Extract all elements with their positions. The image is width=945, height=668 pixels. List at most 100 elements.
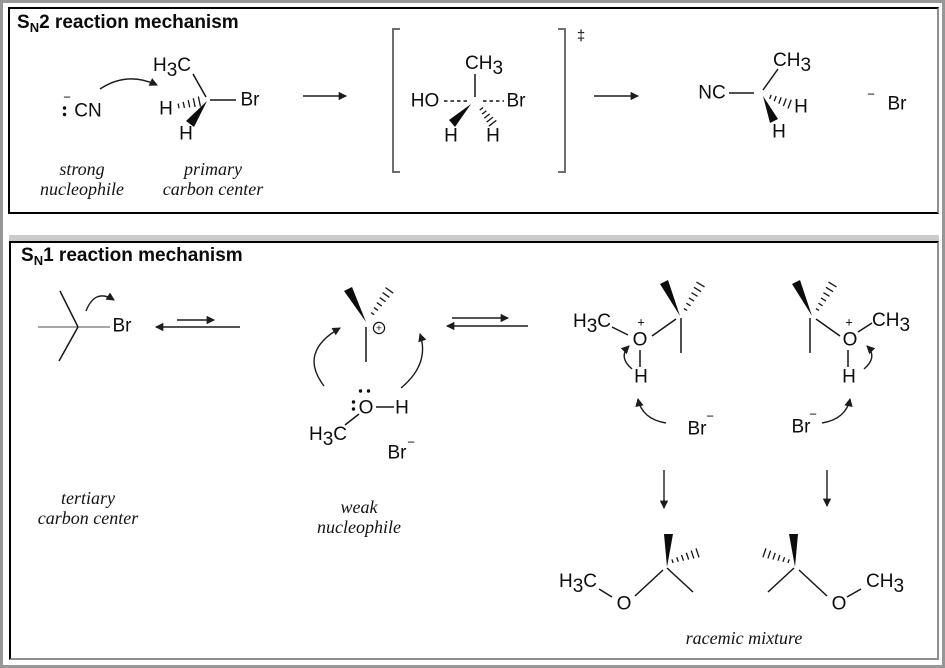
bond [192, 73, 207, 98]
wedge-bond [449, 104, 471, 127]
curved-deprotonation-arrow [821, 397, 853, 424]
atom-label-h: H [486, 126, 500, 147]
caption-line: carbon center [162, 179, 264, 199]
sn2-panel [8, 7, 939, 214]
caption-weak-nucleophile: weak nucleophile [297, 497, 421, 537]
atom-label-ch3: CH3 [866, 571, 904, 597]
caption-primary-carbon: primary carbon center [151, 159, 275, 199]
wedge-bond [660, 280, 680, 316]
lone-pair-dot [351, 400, 356, 404]
bond [666, 567, 694, 593]
wedge-bond [664, 534, 673, 567]
sn1-oxonium-right: + O CH3 H Br − [792, 280, 910, 438]
atom-label-h: H [794, 97, 808, 118]
sn1-panel [9, 241, 939, 660]
bond [762, 68, 779, 91]
atom-label-br: Br [388, 443, 408, 464]
atom-label-br: Br [688, 419, 708, 440]
sn1-oxonium-left: + O H3C H Br − [573, 280, 714, 440]
bond [598, 588, 613, 598]
atom-label-o: O [359, 398, 374, 419]
sn1-product-left: O H3C [559, 534, 700, 615]
atom-label-br: Br [113, 316, 133, 337]
caption-tertiary-carbon: tertiary carbon center [26, 488, 150, 528]
bond [59, 290, 79, 328]
sn1-title-s: S [21, 245, 34, 266]
atom-label-br: Br [792, 417, 812, 438]
charge-minus: − [867, 87, 875, 102]
charge-minus: − [809, 407, 817, 422]
left-bracket [392, 28, 400, 173]
atom-label-ch3: CH3 [465, 53, 503, 79]
caption-line: weak [340, 497, 378, 517]
atom-label-h3c: H3C [153, 55, 191, 81]
sn2-title-rest: 2 reaction mechanism [39, 12, 239, 33]
charge-plus: + [637, 315, 645, 330]
caption-strong-nucleophile: strong nucleophile [20, 159, 144, 199]
hash-bond [815, 281, 837, 312]
sn2-cyanide-nucleophile: − CN [62, 90, 102, 122]
atom-label-o: O [843, 330, 858, 351]
bond [634, 569, 664, 597]
atom-label-h3c: H3C [309, 424, 347, 450]
wedge-bond [792, 280, 812, 316]
curved-proton-transfer-arrow [620, 345, 633, 370]
sn1-title-rest: 1 reaction mechanism [43, 245, 243, 266]
plus-charge-circle [372, 321, 386, 335]
caption-line: carbon center [37, 508, 139, 528]
wedge-bond [186, 101, 207, 127]
sn1-title-sub: N [33, 253, 44, 268]
charge-plus: + [376, 323, 382, 335]
sn1-substrate-tbubr: Br [38, 290, 133, 362]
curved-deprotonation-arrow [635, 397, 667, 424]
atom-label-ch3: CH3 [773, 50, 811, 76]
atom-label-h: H [159, 99, 173, 120]
equilibrium-arrows-1 [154, 315, 240, 332]
wedge-bond [789, 534, 798, 567]
atom-label-ch3: CH3 [872, 310, 910, 336]
bond [344, 413, 360, 426]
charge-minus: − [407, 435, 415, 450]
charge-plus: + [845, 315, 853, 330]
curved-arrow-lone-pair-left [313, 327, 341, 387]
bond [815, 318, 841, 337]
sn1-title: SN1 reaction mechanism [21, 245, 243, 268]
double-dagger: ‡ [577, 28, 585, 45]
atom-label-h3c: H3C [559, 571, 597, 597]
hash-bond [177, 96, 202, 109]
curved-arrow-lone-pair-right [400, 333, 427, 389]
bond [58, 326, 79, 362]
lone-pair-dot [358, 389, 363, 393]
caption-racemic-mixture: racemic mixture [664, 628, 824, 648]
lone-pair-dot [62, 112, 67, 117]
hash-bond [683, 281, 705, 312]
atom-label-nc: NC [698, 83, 725, 104]
bond [846, 588, 862, 598]
sn2-product: NC CH3 H H − Br [698, 50, 907, 143]
atom-label-h: H [772, 122, 786, 143]
wedge-bond [344, 287, 366, 322]
caption-line: nucleophile [317, 517, 401, 537]
charge-minus: − [706, 409, 714, 424]
hash-bond [370, 287, 394, 316]
curved-proton-transfer-arrow [863, 345, 876, 370]
caption-line: strong [59, 159, 105, 179]
hash-bond [762, 548, 790, 564]
lone-pair-dot [366, 389, 371, 393]
atom-label-br: Br [241, 90, 261, 111]
sn1-methanol: O H H3C Br − [309, 389, 415, 464]
hash-bond [769, 94, 792, 109]
curved-ionization-arrow [85, 292, 115, 312]
atom-label-h: H [634, 367, 648, 388]
bond [611, 326, 629, 336]
sn1-product-right: O CH3 [762, 534, 904, 615]
hash-bond [479, 106, 497, 127]
atom-label-o: O [633, 330, 648, 351]
caption-line: nucleophile [40, 179, 124, 199]
bond [767, 567, 795, 593]
lone-pair-dot [351, 407, 356, 411]
sn2-title-sub: N [29, 20, 40, 35]
sn1-panel-top-highlight [9, 235, 939, 241]
